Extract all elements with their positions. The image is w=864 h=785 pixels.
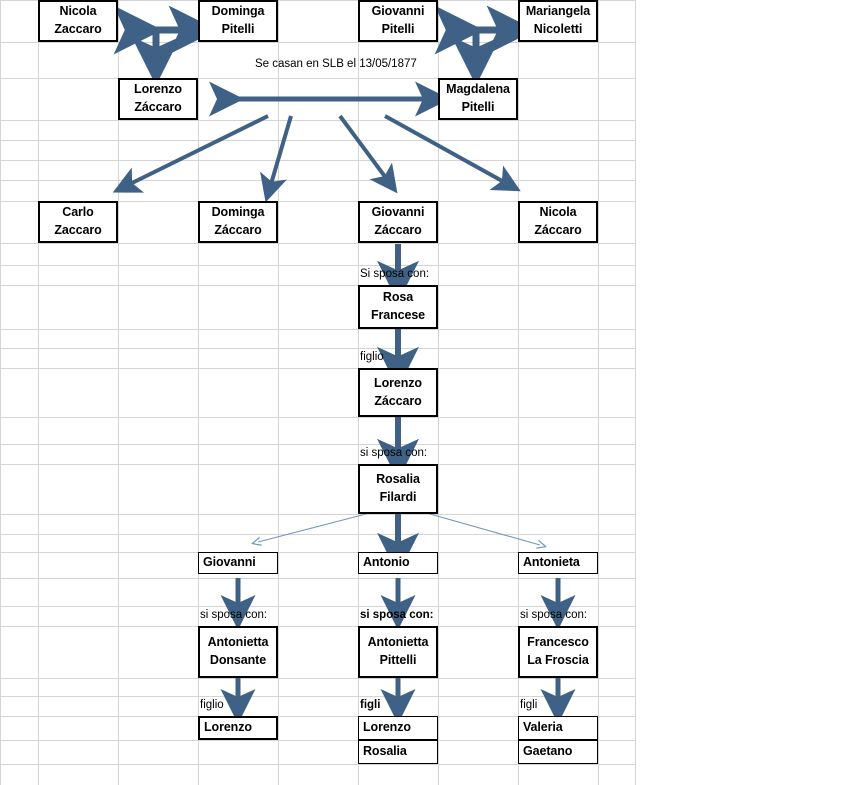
- node-nicola-zaccaro[interactable]: Nicola Zaccaro: [38, 0, 118, 42]
- node-line: La Froscia: [527, 653, 589, 667]
- node-child-valeria-branch-3[interactable]: Valeria: [518, 716, 598, 740]
- label-si-sposa-con-2: si sposa con:: [360, 447, 428, 459]
- node-line: Záccaro: [134, 100, 182, 114]
- node-line: Lorenzo: [374, 375, 422, 390]
- node-line: Lorenzo: [204, 720, 252, 735]
- node-line: Antonietta: [207, 635, 269, 650]
- node-line: Antonieta: [523, 555, 580, 570]
- node-lorenzo-zaccaro-gen4[interactable]: Lorenzo Záccaro: [358, 368, 438, 417]
- node-line: Filardi: [379, 490, 417, 504]
- node-line: Nicoletti: [533, 22, 583, 36]
- label-si-sposa-con-branch-1: si sposa con:: [200, 609, 268, 621]
- node-antonietta-donsante[interactable]: Antonietta Donsante: [198, 626, 278, 678]
- label-figli-branch-2: figli: [360, 699, 381, 711]
- node-nicola-zaccaro-gen3[interactable]: Nicola Záccaro: [518, 201, 598, 243]
- node-line: Dominga: [211, 4, 265, 19]
- node-line: Giovanni: [371, 205, 425, 220]
- node-antonio-gen5[interactable]: Antonio: [358, 552, 438, 574]
- node-line: Giovanni: [371, 4, 425, 19]
- node-line: Pitelli: [381, 22, 415, 36]
- marriage-tee-arrow-icon-right: [434, 5, 536, 86]
- label-si-sposa-con-1: Si sposa con:: [360, 268, 430, 280]
- node-line: Zaccaro: [54, 223, 102, 237]
- node-line: Mariangela: [525, 4, 591, 19]
- node-line: Gaetano: [523, 744, 573, 759]
- node-line: Donsante: [209, 653, 267, 667]
- node-line: Antonietta: [367, 635, 429, 650]
- node-lorenzo-zaccaro-gen2[interactable]: Lorenzo Záccaro: [118, 78, 198, 120]
- node-rosa-francese[interactable]: Rosa Francese: [358, 285, 438, 329]
- node-line: Lorenzo: [134, 82, 182, 97]
- node-line: Magdalena: [446, 82, 510, 97]
- node-line: Lorenzo: [363, 720, 411, 735]
- children-fan-arrows: [112, 114, 521, 203]
- node-line: Nicola: [539, 205, 577, 220]
- node-rosalia-filardi[interactable]: Rosalia Filardi: [358, 464, 438, 514]
- node-line: Záccaro: [214, 223, 262, 237]
- node-line: Zaccaro: [54, 22, 102, 36]
- node-child-rosalia-branch-2[interactable]: Rosalia: [358, 740, 438, 764]
- node-giovanni-zaccaro[interactable]: Giovanni Záccaro: [358, 201, 438, 243]
- node-antonietta-pittelli[interactable]: Antonietta Pittelli: [358, 626, 438, 678]
- marriage-tee-arrow-icon-left: [113, 5, 218, 86]
- label-si-sposa-con-branch-3: si sposa con:: [520, 609, 588, 621]
- node-dominga-pitelli[interactable]: Dominga Pitelli: [198, 0, 278, 42]
- node-line: Valeria: [523, 720, 563, 735]
- node-line: Rosa: [382, 290, 414, 305]
- node-line: Rosalia: [376, 472, 420, 487]
- rosalia-children-arrows: [258, 513, 540, 545]
- label-figlio-1: figlio: [360, 351, 384, 363]
- node-giovanni-gen5[interactable]: Giovanni: [198, 552, 278, 574]
- node-magdalena-pitelli[interactable]: Magdalena Pitelli: [438, 78, 518, 120]
- node-line: Záccaro: [374, 393, 422, 408]
- node-child-gaetano-branch-3[interactable]: Gaetano: [518, 740, 598, 764]
- node-line: Rosalia: [363, 744, 407, 759]
- node-line: Pitelli: [461, 100, 495, 114]
- label-figlio-branch-1: figlio: [200, 699, 224, 711]
- node-line: Francesco: [527, 635, 589, 650]
- node-line: Dominga: [211, 205, 265, 220]
- node-line: Pitelli: [221, 22, 255, 36]
- node-line: Carlo: [62, 205, 94, 220]
- label-si-sposa-con-branch-2: si sposa con:: [360, 609, 434, 621]
- node-child-lorenzo-branch-1[interactable]: Lorenzo: [198, 716, 278, 740]
- node-antonieta-gen5[interactable]: Antonieta: [518, 552, 598, 574]
- node-line: Záccaro: [534, 223, 582, 237]
- marriage-note: Se casan en SLB el 13/05/1877: [255, 58, 417, 70]
- node-giovanni-pitelli[interactable]: Giovanni Pitelli: [358, 0, 438, 42]
- node-line: Giovanni: [203, 555, 256, 570]
- node-francesco-la-froscia[interactable]: Francesco La Froscia: [518, 626, 598, 678]
- node-line: Záccaro: [374, 223, 422, 237]
- node-dominga-zaccaro[interactable]: Dominga Záccaro: [198, 201, 278, 243]
- label-figli-branch-3: figli: [520, 699, 538, 711]
- node-line: Antonio: [363, 555, 410, 570]
- node-line: Francese: [370, 308, 426, 322]
- node-child-lorenzo-branch-2[interactable]: Lorenzo: [358, 716, 438, 740]
- node-line: Nicola: [59, 4, 97, 19]
- node-carlo-zaccaro[interactable]: Carlo Zaccaro: [38, 201, 118, 243]
- node-mariangela-nicoletti[interactable]: Mariangela Nicoletti: [518, 0, 598, 42]
- node-line: Pittelli: [379, 653, 417, 667]
